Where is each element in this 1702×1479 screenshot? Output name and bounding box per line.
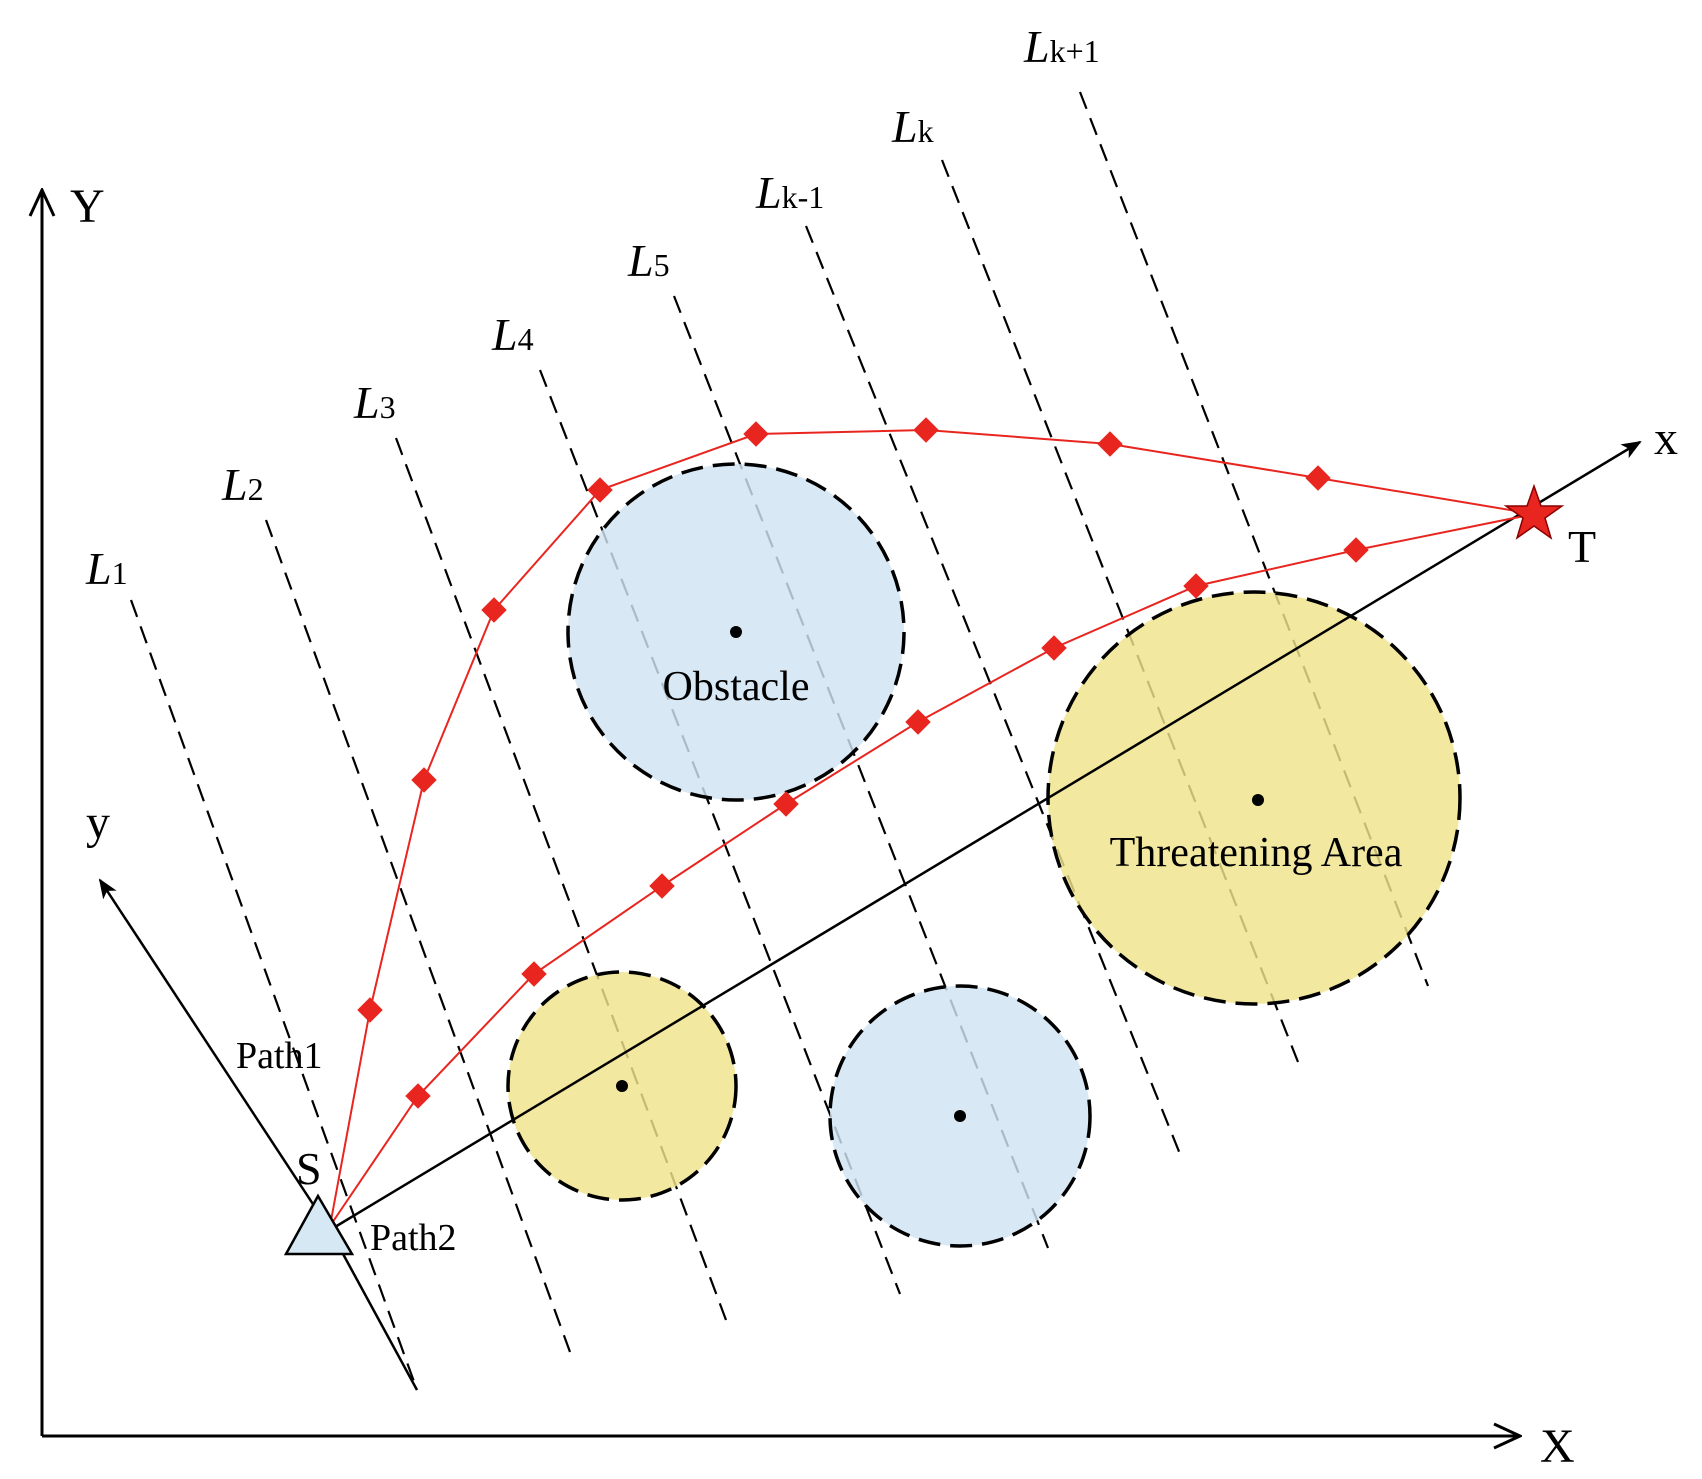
- path2-node: [1183, 573, 1209, 599]
- local-x-label: x: [1654, 412, 1678, 465]
- path1-node: [913, 417, 939, 443]
- scan-line-l2: [264, 519, 572, 1353]
- path2-node: [649, 873, 675, 899]
- local-y-axis: [98, 878, 332, 1231]
- obstacle-upper-center: [730, 626, 742, 638]
- path1-node: [481, 597, 507, 623]
- scan-label-l2: L2: [221, 459, 264, 510]
- scan-label-lk+1: Lk+1: [1023, 21, 1100, 72]
- path2-node: [521, 961, 547, 987]
- path1-node: [587, 477, 613, 503]
- global-x-label: X: [1540, 1420, 1575, 1473]
- threat-small: [506, 970, 738, 1202]
- path1-label: Path1: [236, 1035, 323, 1077]
- threat-large-center: [1252, 794, 1264, 806]
- local-y-label: y: [86, 796, 110, 849]
- path2-label: Path2: [370, 1217, 457, 1259]
- local-x-axis: [329, 440, 1642, 1232]
- path2-node: [905, 709, 931, 735]
- threat-large: [1046, 590, 1462, 1006]
- scan-label-l4: L4: [491, 309, 534, 360]
- scan-line-labels: L1 L2 L3 L4 L5 Lk-1 Lk Lk+1: [85, 21, 1100, 594]
- obstacle-label: Obstacle: [663, 664, 810, 710]
- obstacle-upper: [566, 462, 906, 802]
- scan-label-l3: L3: [353, 377, 396, 428]
- path2-node: [773, 791, 799, 817]
- path1-node: [357, 997, 383, 1023]
- path2-node: [1041, 635, 1067, 661]
- target-star-icon: [1503, 483, 1565, 540]
- target-label: T: [1568, 521, 1596, 572]
- threat-area-label: Threatening Area: [1110, 830, 1403, 876]
- scan-label-l1: L1: [85, 543, 128, 594]
- scan-label-lk: Lk: [891, 101, 934, 152]
- path1-node: [743, 421, 769, 447]
- local-y-axis-lower: [328, 1229, 419, 1391]
- path2-line: [329, 513, 1535, 1227]
- global-y-label: Y: [70, 180, 105, 233]
- obstacle-lower-center: [954, 1110, 966, 1122]
- path1-nodes: [357, 417, 1331, 1023]
- path2-node: [1343, 537, 1369, 563]
- start-triangle: [283, 1193, 355, 1256]
- path1-node: [1305, 465, 1331, 491]
- scan-label-l5: L5: [627, 235, 670, 286]
- path1-node: [411, 767, 437, 793]
- path1-node: [1097, 431, 1123, 457]
- obstacle-lower: [828, 984, 1092, 1248]
- start-label: S: [296, 1143, 322, 1194]
- threat-small-center: [616, 1080, 628, 1092]
- scan-line-lk: [940, 159, 1300, 1063]
- scan-label-lk-1: Lk-1: [755, 167, 824, 218]
- scan-line-l1: [129, 599, 419, 1391]
- path1-line: [329, 428, 1535, 1227]
